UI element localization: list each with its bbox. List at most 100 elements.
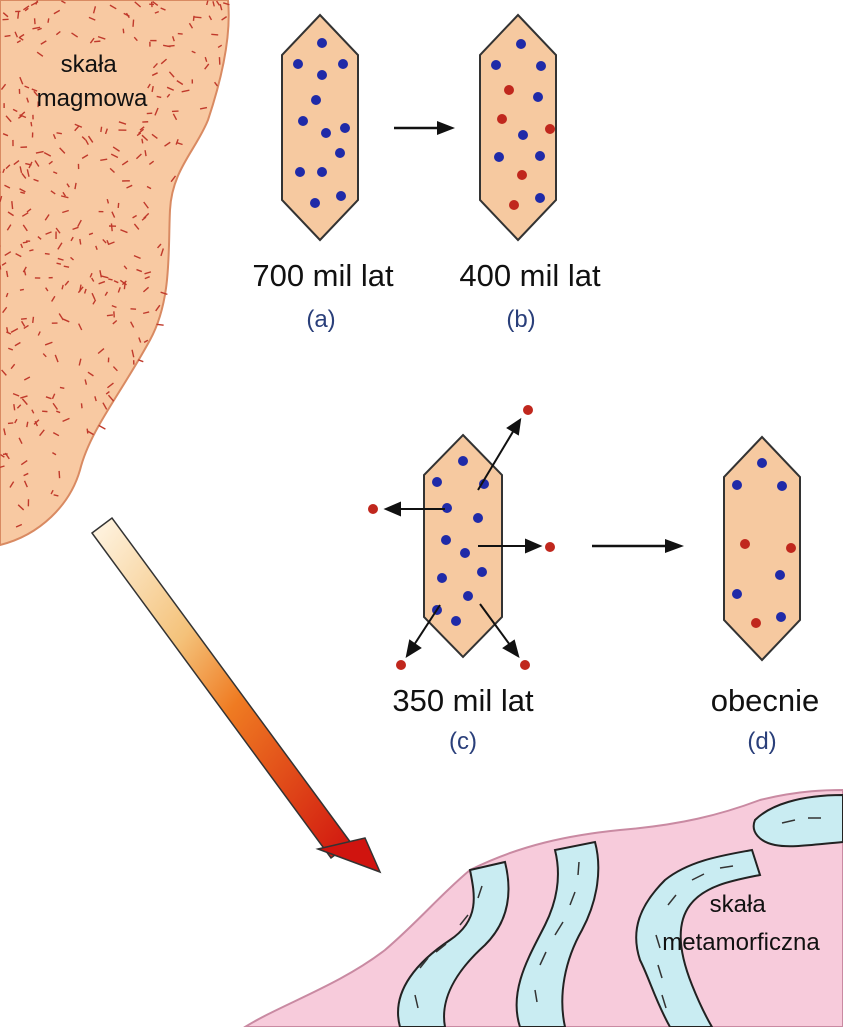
speckle: [57, 257, 64, 261]
speckle: [94, 396, 97, 402]
parent-atom: [441, 535, 451, 545]
speckle: [175, 138, 179, 145]
parent-atom: [437, 573, 447, 583]
speckle: [129, 321, 135, 328]
speckle: [108, 278, 113, 281]
speckle: [214, 81, 219, 87]
speckle: [71, 32, 79, 38]
parent-atom: [317, 167, 327, 177]
speckle: [89, 37, 95, 44]
parent-atom: [335, 148, 345, 158]
stage-b-age: 400 mil lat: [459, 258, 601, 293]
speckle: [56, 262, 62, 265]
speckle: [133, 36, 138, 42]
speckle: [219, 4, 223, 11]
speckle: [52, 452, 57, 456]
igneous-label: skała magmowa: [37, 51, 148, 112]
atoms-a: [293, 38, 350, 208]
speckle: [2, 12, 9, 18]
atoms-b: [491, 39, 555, 210]
daughter-atom: [523, 405, 533, 415]
speckle: [208, 15, 213, 21]
speckle: [52, 171, 58, 175]
speckle: [136, 268, 143, 273]
speckle: [19, 76, 24, 85]
speckle: [60, 195, 69, 199]
parent-atom: [295, 167, 305, 177]
daughter-atom: [786, 543, 796, 553]
speckle: [45, 287, 49, 292]
speckle: [4, 184, 11, 189]
speckle: [17, 11, 20, 19]
daughter-atom: [504, 85, 514, 95]
speckle: [37, 331, 41, 336]
speckle: [20, 317, 27, 320]
daughter-atom: [740, 539, 750, 549]
speckle: [42, 353, 47, 358]
foliation-band: [397, 860, 510, 1027]
speckle: [212, 1, 215, 7]
speckle: [95, 245, 98, 250]
speckle: [24, 7, 29, 12]
speckle: [70, 256, 74, 261]
speckle: [51, 295, 56, 302]
parent-atom: [535, 151, 545, 161]
parent-atom: [757, 458, 767, 468]
metamorphic-label-line2: metamorficzna: [662, 929, 820, 956]
speckle: [30, 1, 39, 7]
speckle: [141, 138, 144, 144]
speckle: [85, 139, 89, 146]
stage-a-age: 700 mil lat: [252, 258, 394, 293]
speckle: [15, 253, 22, 258]
speckle: [122, 28, 125, 34]
speckle: [36, 51, 44, 57]
parent-atom: [317, 38, 327, 48]
speckle: [3, 428, 7, 436]
parent-atom: [451, 616, 461, 626]
speckle: [88, 232, 94, 236]
stage-b-letter: (b): [506, 306, 535, 333]
parent-atom: [442, 503, 452, 513]
speckle: [23, 480, 28, 488]
speckle: [20, 243, 24, 249]
speckle: [39, 429, 45, 437]
speckle: [135, 153, 142, 160]
speckle: [157, 243, 162, 249]
speckle: [26, 169, 30, 177]
speckle: [72, 226, 79, 231]
speckle: [21, 320, 26, 327]
parent-atom: [340, 123, 350, 133]
metamorphic-label-line1: skała: [710, 891, 767, 918]
speckle: [97, 35, 106, 40]
speckle: [100, 158, 108, 161]
speckle: [30, 121, 33, 127]
speckle: [33, 90, 39, 97]
speckle: [155, 304, 161, 312]
speckle: [176, 142, 183, 146]
speckle: [147, 83, 151, 89]
speckle: [110, 153, 119, 159]
parent-atom: [463, 591, 473, 601]
speckle: [2, 168, 6, 174]
parent-atom: [336, 191, 346, 201]
metamorphic-rock: skała metamorficzna: [243, 788, 843, 1027]
speckle: [54, 354, 59, 363]
speckle: [32, 26, 41, 30]
speckle: [21, 212, 29, 217]
speckle: [88, 16, 96, 21]
metamorphic-label: skała metamorficzna: [662, 891, 820, 956]
speckle: [143, 201, 149, 209]
speckle: [43, 152, 52, 157]
speckle: [2, 306, 8, 314]
speckle: [37, 27, 42, 31]
speckle: [31, 88, 38, 92]
speckle: [58, 470, 61, 479]
igneous-label-line1: skała: [61, 51, 118, 78]
foliation-dashes: [414, 817, 821, 1009]
speckle: [33, 178, 39, 182]
speckle: [70, 236, 74, 242]
speckle: [126, 184, 133, 189]
speckle: [19, 166, 23, 174]
speckle: [176, 80, 184, 86]
speckle: [217, 44, 223, 49]
